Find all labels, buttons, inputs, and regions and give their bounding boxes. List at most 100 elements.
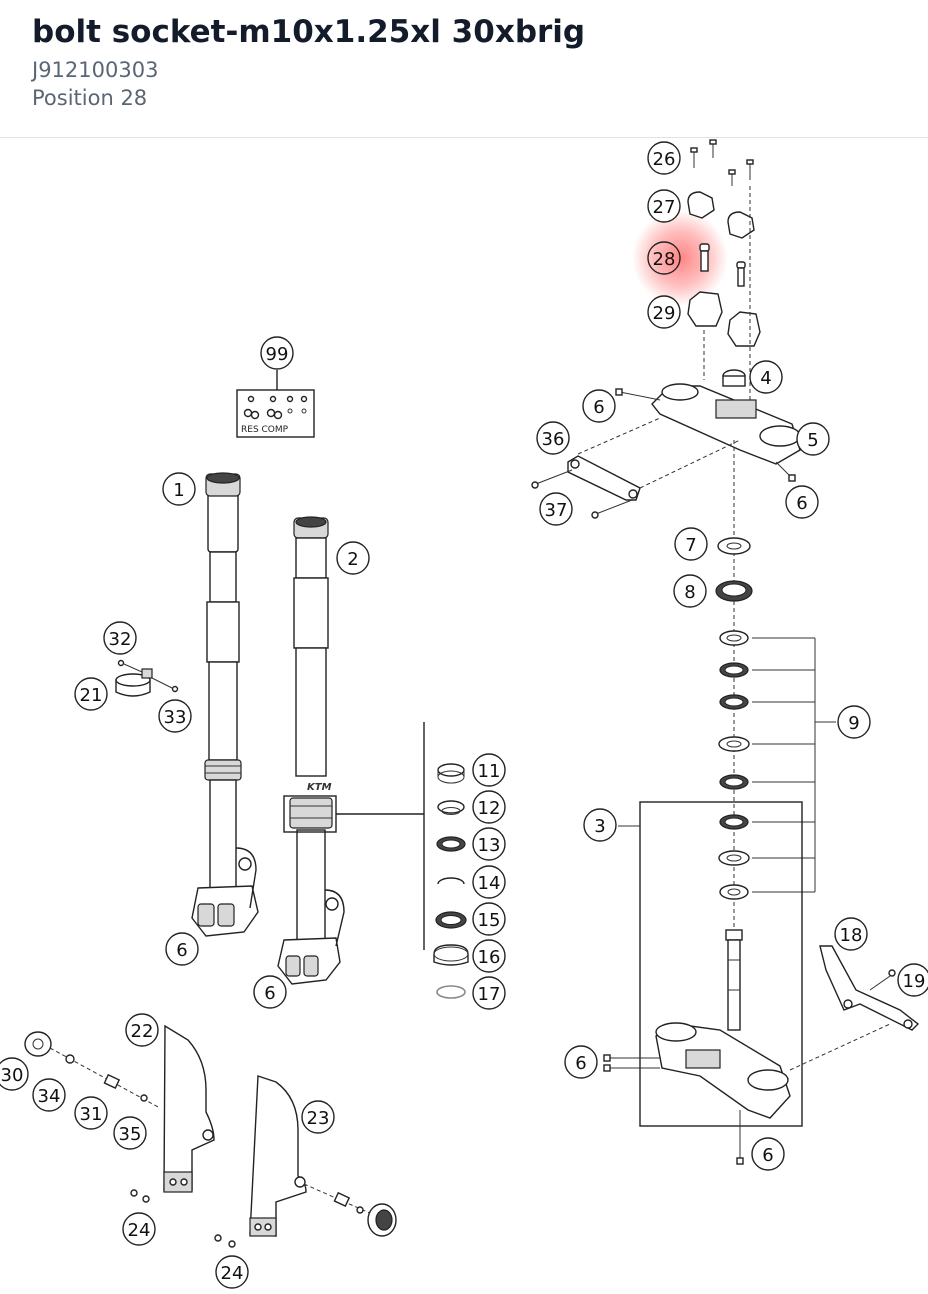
callout-26[interactable]: 26 — [647, 141, 681, 175]
svg-text:4: 4 — [760, 368, 771, 389]
callout-35[interactable]: 35 — [113, 1116, 147, 1150]
handlebar-clamp-parts — [687, 139, 761, 410]
svg-text:30: 30 — [1, 1065, 24, 1086]
callout-3[interactable]: 3 — [583, 808, 617, 842]
res-comp-label: RES COMP — [241, 425, 289, 435]
callout-27[interactable]: 27 — [647, 189, 681, 223]
exploded-parts-diagram: KTM — [0, 138, 928, 1290]
callout-31[interactable]: 31 — [74, 1096, 108, 1130]
svg-text:3: 3 — [594, 816, 605, 837]
svg-text:35: 35 — [119, 1124, 142, 1145]
svg-text:12: 12 — [478, 798, 501, 819]
callout-7[interactable]: 7 — [674, 527, 708, 561]
callout-6-stem-bolt[interactable]: 6 — [751, 1137, 785, 1171]
callout-36[interactable]: 36 — [536, 421, 570, 455]
callout-32[interactable]: 32 — [103, 621, 137, 655]
svg-text:13: 13 — [478, 835, 501, 856]
callout-9[interactable]: 9 — [837, 705, 871, 739]
svg-text:22: 22 — [131, 1021, 154, 1042]
svg-text:36: 36 — [542, 429, 565, 450]
callout-22[interactable]: 22 — [125, 1013, 159, 1047]
callout-5[interactable]: 5 — [796, 422, 830, 456]
svg-text:34: 34 — [38, 1086, 61, 1107]
svg-text:24: 24 — [221, 1263, 244, 1284]
callout-17[interactable]: 17 — [472, 976, 506, 1010]
callout-4[interactable]: 4 — [749, 360, 783, 394]
svg-text:27: 27 — [653, 197, 676, 218]
svg-text:6: 6 — [593, 397, 604, 418]
svg-text:23: 23 — [307, 1108, 330, 1129]
svg-text:21: 21 — [80, 685, 103, 706]
callout-99[interactable]: 99 — [260, 336, 294, 370]
svg-text:6: 6 — [796, 493, 807, 514]
svg-text:11: 11 — [478, 761, 501, 782]
svg-text:6: 6 — [762, 1145, 773, 1166]
svg-text:31: 31 — [80, 1104, 103, 1125]
svg-text:15: 15 — [478, 910, 501, 931]
svg-text:26: 26 — [653, 149, 676, 170]
callout-18[interactable]: 18 — [834, 917, 868, 951]
callout-14[interactable]: 14 — [472, 865, 506, 899]
svg-text:1: 1 — [173, 480, 184, 501]
clamp-ring-assembly — [115, 659, 179, 697]
svg-text:8: 8 — [684, 582, 695, 603]
callout-1[interactable]: 1 — [162, 472, 196, 506]
part-header: bolt socket-m10x1.25xl 30xbrig J91210030… — [0, 0, 928, 138]
svg-text:9: 9 — [848, 713, 859, 734]
svg-text:32: 32 — [109, 629, 132, 650]
callout-23[interactable]: 23 — [301, 1100, 335, 1134]
callout-6-fork-right[interactable]: 6 — [253, 975, 287, 1009]
fork-leg-right: KTM — [277, 516, 345, 985]
svg-text:33: 33 — [164, 707, 187, 728]
svg-text:24: 24 — [128, 1220, 151, 1241]
svg-text:KTM: KTM — [307, 782, 332, 793]
callout-33[interactable]: 33 — [158, 699, 192, 733]
callout-12[interactable]: 12 — [472, 790, 506, 824]
part-number: J912100303 — [32, 58, 159, 82]
lower-triple-clamp — [603, 801, 891, 1165]
callout-21[interactable]: 21 — [74, 677, 108, 711]
callout-6-top-clamp[interactable]: 6 — [582, 389, 616, 423]
callout-11[interactable]: 11 — [472, 753, 506, 787]
callout-8[interactable]: 8 — [673, 574, 707, 608]
callout-16[interactable]: 16 — [472, 939, 506, 973]
callout-24-left[interactable]: 24 — [122, 1212, 156, 1246]
fork-guard-left — [24, 1024, 215, 1193]
number-plate-bracket — [531, 417, 741, 519]
callout-6-fork-left[interactable]: 6 — [165, 932, 199, 966]
callout-6-clamp-bolt[interactable]: 6 — [785, 485, 819, 519]
callout-34[interactable]: 34 — [32, 1078, 66, 1112]
svg-text:2: 2 — [347, 549, 358, 570]
part-position: Position 28 — [32, 86, 148, 110]
callout-37[interactable]: 37 — [539, 492, 573, 526]
fork-guard-right — [249, 1075, 397, 1237]
svg-text:16: 16 — [478, 947, 501, 968]
svg-text:6: 6 — [264, 983, 275, 1004]
guard-bolts — [130, 1189, 236, 1248]
callout-19[interactable]: 19 — [897, 963, 928, 997]
svg-text:37: 37 — [545, 500, 568, 521]
callout-15[interactable]: 15 — [472, 902, 506, 936]
svg-text:14: 14 — [478, 873, 501, 894]
res-comp-kit: RES COMP — [236, 370, 315, 438]
callout-30[interactable]: 30 — [0, 1057, 29, 1091]
svg-text:19: 19 — [903, 971, 926, 992]
svg-text:29: 29 — [653, 303, 676, 324]
callout-28-selected[interactable]: 28 — [647, 241, 681, 275]
svg-text:6: 6 — [176, 940, 187, 961]
upper-triple-clamp — [615, 369, 801, 482]
svg-text:99: 99 — [266, 344, 289, 365]
svg-text:7: 7 — [685, 535, 696, 556]
callout-29[interactable]: 29 — [647, 295, 681, 329]
part-title: bolt socket-m10x1.25xl 30xbrig — [32, 14, 586, 50]
steering-bearings — [715, 440, 836, 940]
callout-13[interactable]: 13 — [472, 827, 506, 861]
svg-text:17: 17 — [478, 984, 501, 1005]
svg-text:6: 6 — [575, 1053, 586, 1074]
svg-text:18: 18 — [840, 925, 863, 946]
fork-seal-stack — [433, 763, 469, 999]
callout-6-lower-clamp[interactable]: 6 — [564, 1045, 598, 1079]
svg-text:28: 28 — [653, 249, 676, 270]
callout-24-right[interactable]: 24 — [215, 1255, 249, 1289]
callout-2[interactable]: 2 — [336, 541, 370, 575]
